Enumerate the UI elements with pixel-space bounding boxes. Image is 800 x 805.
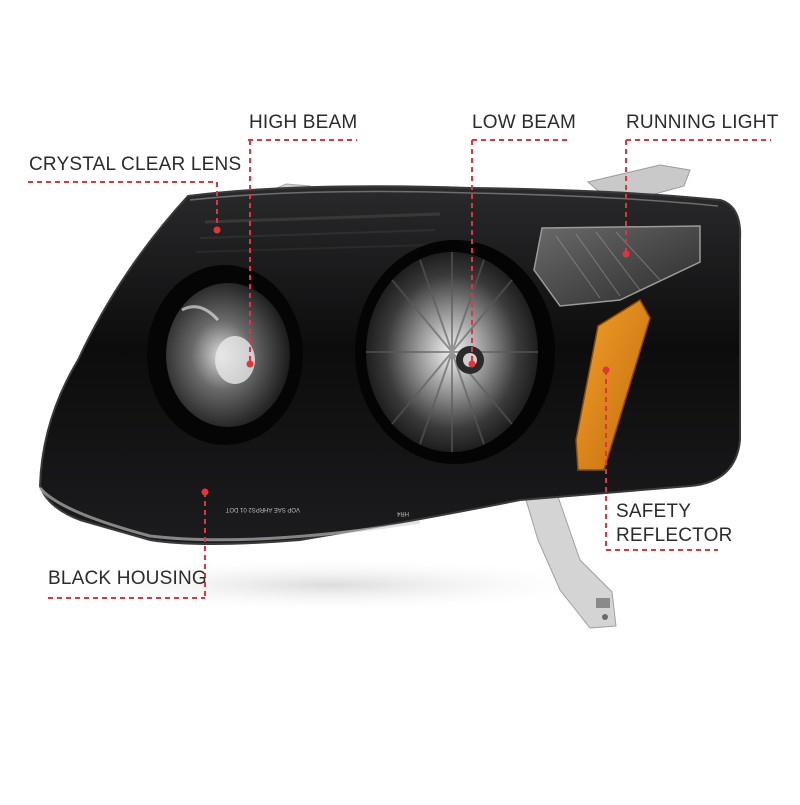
callout-safety-line1: SAFETY bbox=[616, 501, 692, 522]
callout-low-beam: LOW BEAM bbox=[472, 112, 577, 133]
callout-safety-reflector: SAFETY REFLECTOR bbox=[616, 500, 733, 548]
callout-crystal-clear-lens: CRYSTAL CLEAR LENS bbox=[29, 154, 242, 175]
safety-reflector bbox=[575, 298, 651, 471]
high-beam-projector bbox=[147, 265, 303, 445]
running-light-lens bbox=[533, 225, 701, 307]
lens-marking-small: HR4 bbox=[396, 510, 409, 516]
lens-marking-dot: VOP SAE AHRPS2 01 DOT bbox=[225, 506, 300, 512]
callout-dot-high bbox=[246, 360, 254, 368]
lens-edge bbox=[189, 190, 719, 207]
callout-black-housing: BLACK HOUSING bbox=[48, 568, 207, 589]
low-beam-projector bbox=[355, 240, 555, 464]
callout-dots bbox=[201, 226, 630, 496]
callout-dot-low bbox=[468, 360, 476, 368]
callout-dot-crystal bbox=[213, 226, 221, 234]
housing-stripes bbox=[195, 212, 441, 253]
callout-dot-safety bbox=[602, 366, 610, 374]
callout-lines bbox=[28, 139, 771, 599]
callout-safety-line2: REFLECTOR bbox=[616, 525, 733, 546]
callout-high-beam: HIGH BEAM bbox=[249, 112, 358, 133]
callout-running-light: RUNNING LIGHT bbox=[626, 112, 779, 133]
callout-dot-running bbox=[622, 250, 630, 258]
callout-dot-black bbox=[201, 488, 209, 496]
